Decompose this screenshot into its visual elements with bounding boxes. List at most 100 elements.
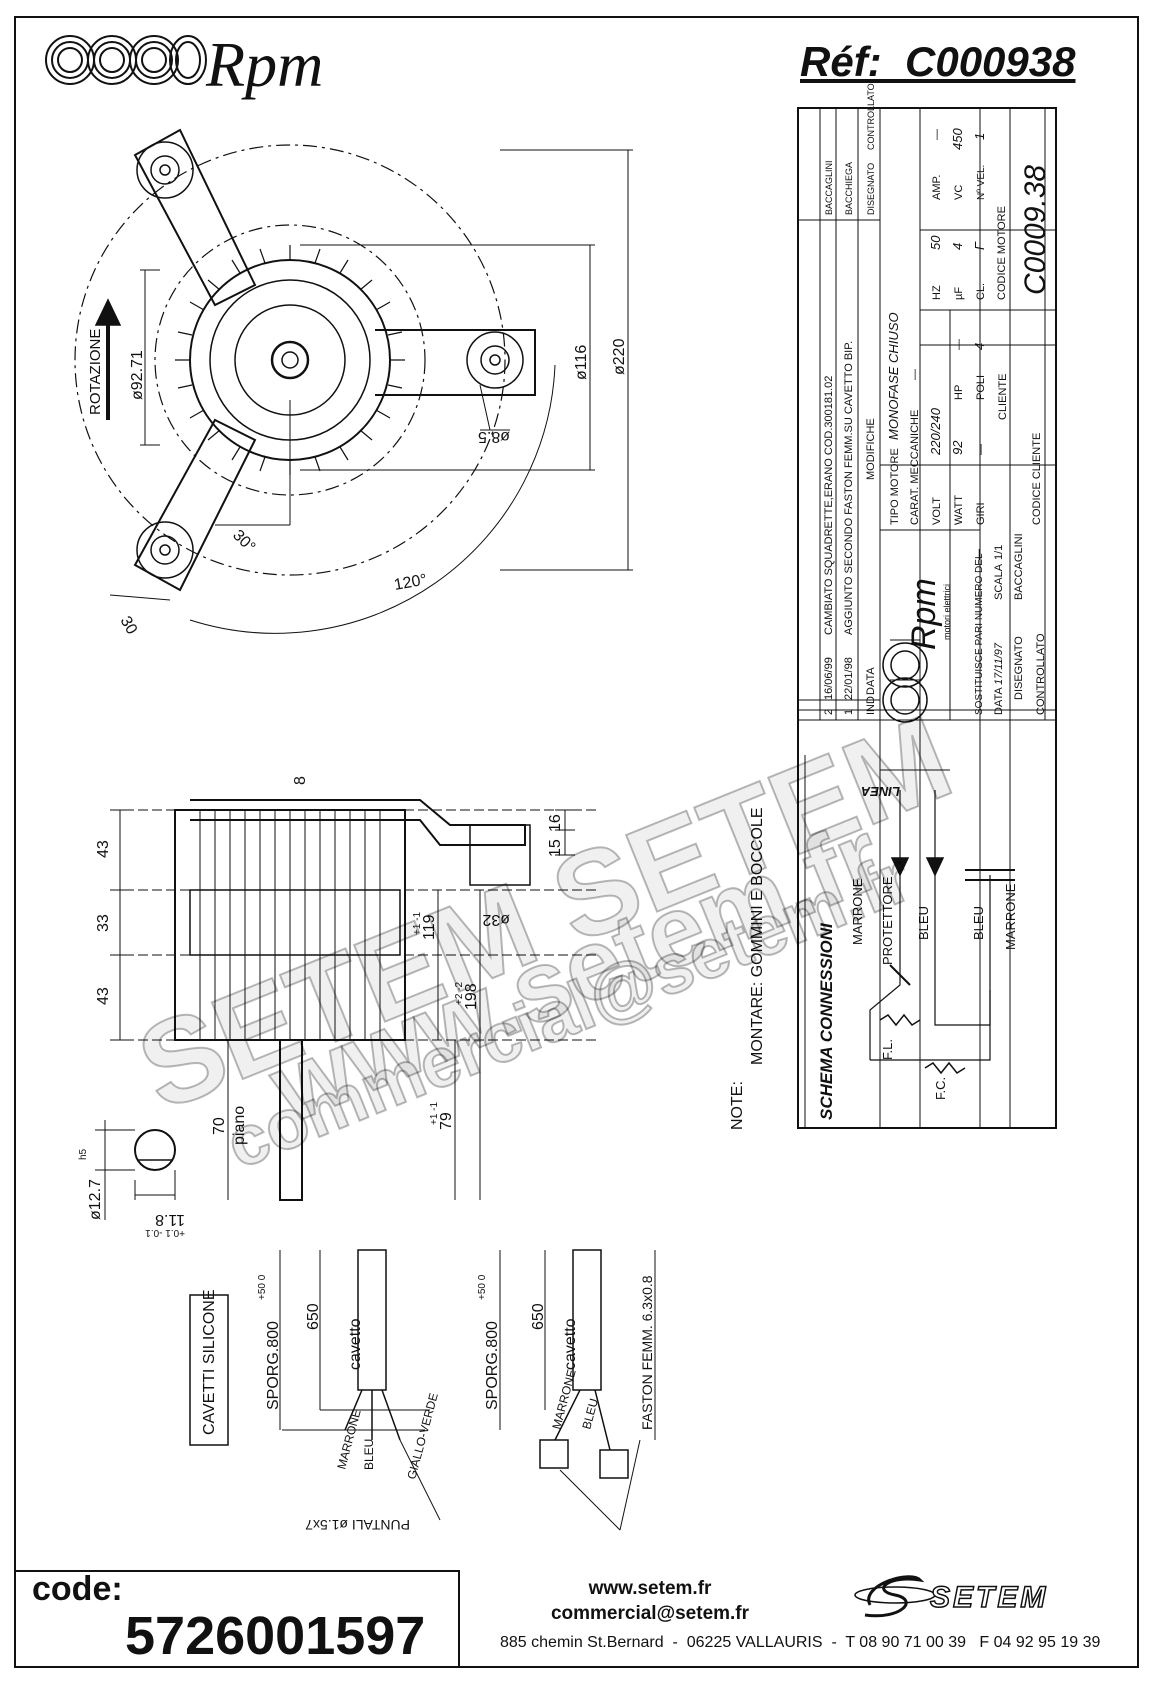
dim-43b: 43: [95, 987, 112, 1005]
dim-43a: 43: [95, 840, 112, 858]
cavetto-left: cavetto: [347, 1318, 364, 1370]
dim-198-tol: +2 -2: [454, 981, 465, 1005]
revision-1-ind: 1: [843, 709, 855, 715]
setem-logo: SETEM: [854, 1575, 1048, 1618]
dim-15: 15: [547, 839, 564, 857]
angle-120: 120°: [393, 571, 429, 593]
wire-marrone-right: MARRONE: [549, 1368, 578, 1431]
giri-label: GIRI: [975, 502, 987, 525]
nvel-label: Nº VEL.: [976, 165, 987, 200]
codice-cliente-label: CODICE CLIENTE: [1031, 433, 1043, 525]
hp-label: HP: [953, 385, 965, 400]
puntali-label: PUNTALI ø1.5x7: [305, 1517, 410, 1533]
revision-2-date: 16/06/99: [823, 657, 835, 700]
sporg-tol-left: +50 0: [257, 1274, 268, 1300]
shaft-tolerance: h5: [78, 1148, 89, 1160]
vc-label: VC: [953, 185, 965, 200]
revision-2-ind: 2: [823, 709, 835, 715]
rpm-coil-logo: [45, 35, 207, 85]
dim-30: 30: [117, 614, 141, 638]
cliente-label: CLIENTE: [997, 374, 1009, 420]
note-text: MONTARE: GOMMINI E BOCCOLE: [749, 808, 766, 1066]
reference-number: Réf: C000938: [800, 38, 1076, 85]
giri-value: —: [975, 444, 987, 455]
len-650-right: 650: [530, 1303, 547, 1330]
sporg-right: SPORG.800: [484, 1321, 501, 1410]
disegnato-value: BACCAGLINI: [1013, 533, 1025, 600]
rpm-small-subtitle: motori elettrici: [942, 584, 952, 640]
dim-116: ø116: [573, 345, 590, 380]
nvel-value: 1: [972, 133, 987, 140]
dim-32: ø32: [482, 911, 510, 928]
dim-8-5: ø8.5: [478, 428, 510, 445]
disegnato-label: DISEGNATO: [1013, 636, 1025, 700]
faston-label: FASTON FEMM. 6.3x0.8: [639, 1275, 655, 1430]
code-value: 5726001597: [125, 1606, 426, 1666]
cl-value: F: [972, 241, 987, 250]
shaft-flat: 11.8: [155, 1211, 185, 1228]
data-label: DATA: [993, 687, 1005, 715]
cavetto-right: cavetto: [562, 1318, 579, 1370]
shaft-diameter: ø12.7: [87, 1179, 104, 1220]
watt-value: 92: [950, 440, 965, 455]
controllato-label: CONTROLLATO: [1035, 633, 1047, 715]
poli-label: POLI: [975, 375, 987, 400]
carat-value: —: [909, 369, 921, 380]
sostituisce-label: SOSTITUISCE PARI NUMERO DEL: [974, 553, 985, 715]
dim-79-tol: +1 -1: [429, 1101, 440, 1125]
revision-2-modifica: CAMBIATO SQUADRETTE,ERANO COD.300181.02: [823, 376, 835, 635]
drawing-frame: [14, 16, 1139, 1668]
wire-giallo-verde: GIALLO-VERDE: [404, 1391, 440, 1480]
schema-title: SCHEMA CONNESSIONI: [817, 922, 836, 1120]
carat-label: CARAT. MECCANICHE: [909, 410, 921, 525]
codice-motore-label: CODICE MOTORE: [996, 206, 1008, 300]
rotation-label: ROTAZIONE: [87, 329, 104, 415]
wire-bleu-right: BLEU: [579, 1397, 601, 1431]
tipo-motore-label: TIPO MOTORE: [889, 448, 901, 525]
revision-1-date: 22/01/98: [843, 657, 855, 700]
dim-33: 33: [95, 914, 112, 932]
watt-label: WATT: [953, 495, 965, 525]
data-value: 17/11/97: [993, 642, 1005, 685]
volt-value: 220/240: [928, 407, 943, 456]
uf-label: µF: [953, 287, 965, 300]
setem-brand-text: SETEM: [930, 1581, 1048, 1614]
header-controllato: CONTROLLATO: [866, 83, 876, 150]
header-data: DATA: [865, 667, 877, 695]
schema-marrone: MARRONE: [850, 878, 865, 945]
dim-92-71: ø92.71: [129, 350, 146, 400]
dim-119: 119: [421, 914, 438, 940]
vc-value: 450: [950, 128, 965, 150]
wire-marrone-left: MARRONE: [334, 1408, 363, 1471]
dim-70: 70: [211, 1117, 228, 1135]
header-ind: IND: [865, 696, 877, 715]
schema-linea: LINEA: [861, 784, 900, 799]
shaft-flat-tol: +0.1 -0.1: [145, 1227, 185, 1238]
scala-label: SCALA: [993, 563, 1005, 600]
brand-name: Rpm: [206, 29, 324, 100]
hz-label: HZ: [931, 285, 943, 300]
code-label: code:: [32, 1570, 123, 1608]
website-link[interactable]: www.setem.fr: [588, 1578, 712, 1599]
revision-2-signer: BACCAGLINI: [824, 160, 834, 215]
schema-bleu-2: BLEU: [971, 906, 986, 940]
scala-value: 1/1: [993, 545, 1005, 560]
dim-119-tol: +1 -1: [412, 911, 423, 935]
header-disegnato: DISEGNATO: [866, 163, 876, 215]
schema-fc: F.C.: [933, 1077, 948, 1100]
dim-8: 8: [292, 776, 309, 785]
hp-value: —: [953, 339, 965, 350]
amp-value: —: [931, 129, 943, 140]
dim-79: 79: [438, 1112, 455, 1130]
volt-label: VOLT: [931, 497, 943, 525]
len-650-left: 650: [305, 1303, 322, 1330]
amp-label: AMP.: [931, 175, 943, 200]
revision-1-signer: BACCHIEGA: [844, 162, 854, 215]
schema-fl: F.L.: [880, 1039, 895, 1060]
email-link[interactable]: commercial@setem.fr: [550, 1603, 750, 1624]
cavetti-label: CAVETTI SILICONE: [201, 1289, 218, 1435]
dim-220: ø220: [611, 338, 628, 375]
dim-198: 198: [463, 983, 480, 1010]
codice-motore-value: C0009.38: [1019, 165, 1052, 295]
dim-16: 16: [547, 814, 564, 832]
